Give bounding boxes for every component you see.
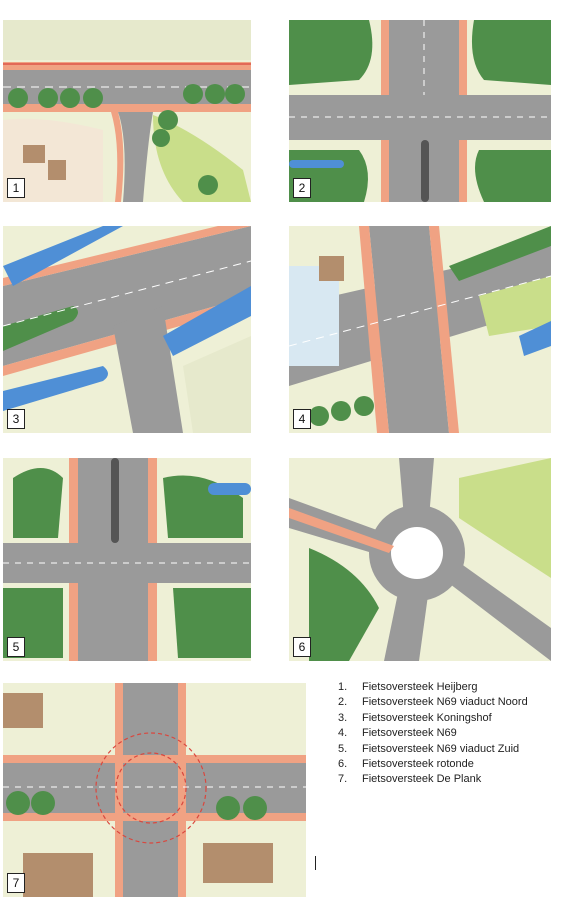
panel-number-3: 3 xyxy=(7,409,25,429)
map-panel-5: 5 xyxy=(3,458,251,661)
map-n69-image xyxy=(289,226,551,433)
legend-item: 7.Fietsoversteek De Plank xyxy=(338,773,482,786)
panel-number-7: 7 xyxy=(7,873,25,893)
map-n69-viaduct-zuid-image xyxy=(3,458,251,661)
legend-list: 1.Fietsoversteek Heijberg 2.Fietsoverste… xyxy=(338,680,528,788)
map-de-plank-image xyxy=(3,683,306,897)
text-cursor[interactable] xyxy=(315,856,316,870)
map-rotonde-image xyxy=(289,458,551,661)
legend-item: 4.Fietsoversteek N69 xyxy=(338,727,457,740)
map-panel-4: 4 xyxy=(289,226,551,433)
legend-item: 3.Fietsoversteek Koningshof xyxy=(338,711,492,724)
map-koningshof-image xyxy=(3,226,251,433)
legend-item: 5.Fietsoversteek N69 viaduct Zuid xyxy=(338,742,520,755)
panel-number-4: 4 xyxy=(293,409,311,429)
legend-item: 6.Fietsoversteek rotonde xyxy=(338,757,474,770)
map-panel-3: 3 xyxy=(3,226,251,433)
map-panel-7: 7 xyxy=(3,683,306,897)
panel-number-6: 6 xyxy=(293,637,311,657)
map-panel-2: 2 xyxy=(289,20,551,202)
map-heijberg-image xyxy=(3,20,251,202)
legend-item: 1.Fietsoversteek Heijberg xyxy=(338,681,478,693)
panel-number-1: 1 xyxy=(7,178,25,198)
panel-number-2: 2 xyxy=(293,178,311,198)
map-n69-viaduct-noord-image xyxy=(289,20,551,202)
panel-number-5: 5 xyxy=(7,637,25,657)
legend-item: 2.Fietsoversteek N69 viaduct Noord xyxy=(338,696,528,709)
map-panel-1: 1 xyxy=(3,20,251,202)
map-panel-6: 6 xyxy=(289,458,551,661)
